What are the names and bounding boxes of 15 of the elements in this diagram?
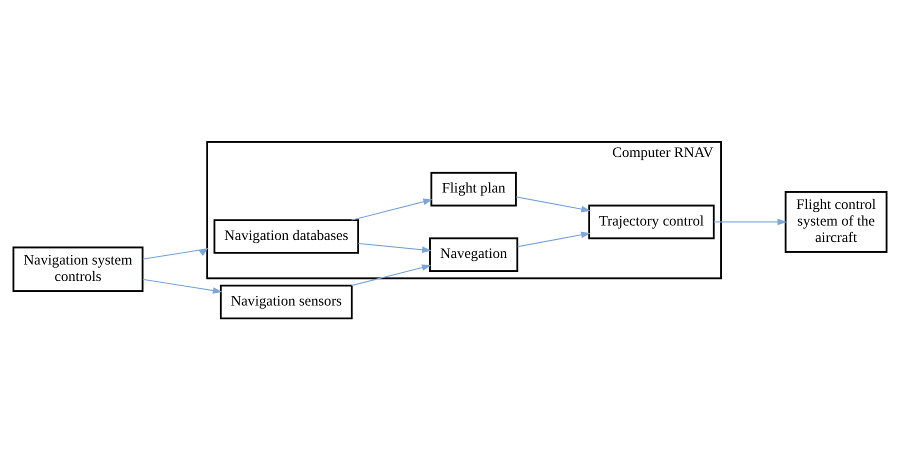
arrow bbox=[351, 198, 433, 221]
arrow bbox=[142, 248, 208, 260]
arrow bbox=[351, 264, 432, 286]
node-box: Flight control system of the aircraft bbox=[784, 191, 888, 253]
node-box: Flight plan bbox=[430, 172, 517, 206]
arrow bbox=[714, 218, 787, 226]
node-box: Trajectory control bbox=[588, 204, 715, 240]
node-box: Navigation sensors bbox=[220, 284, 353, 320]
arrow bbox=[518, 232, 591, 248]
node-box: Navigation databases bbox=[214, 219, 360, 254]
node-box: Navigation system controls bbox=[12, 246, 144, 292]
arrow bbox=[516, 196, 591, 212]
node-box: Navegation bbox=[429, 237, 518, 272]
arrow bbox=[358, 242, 432, 254]
arrow bbox=[142, 278, 222, 294]
